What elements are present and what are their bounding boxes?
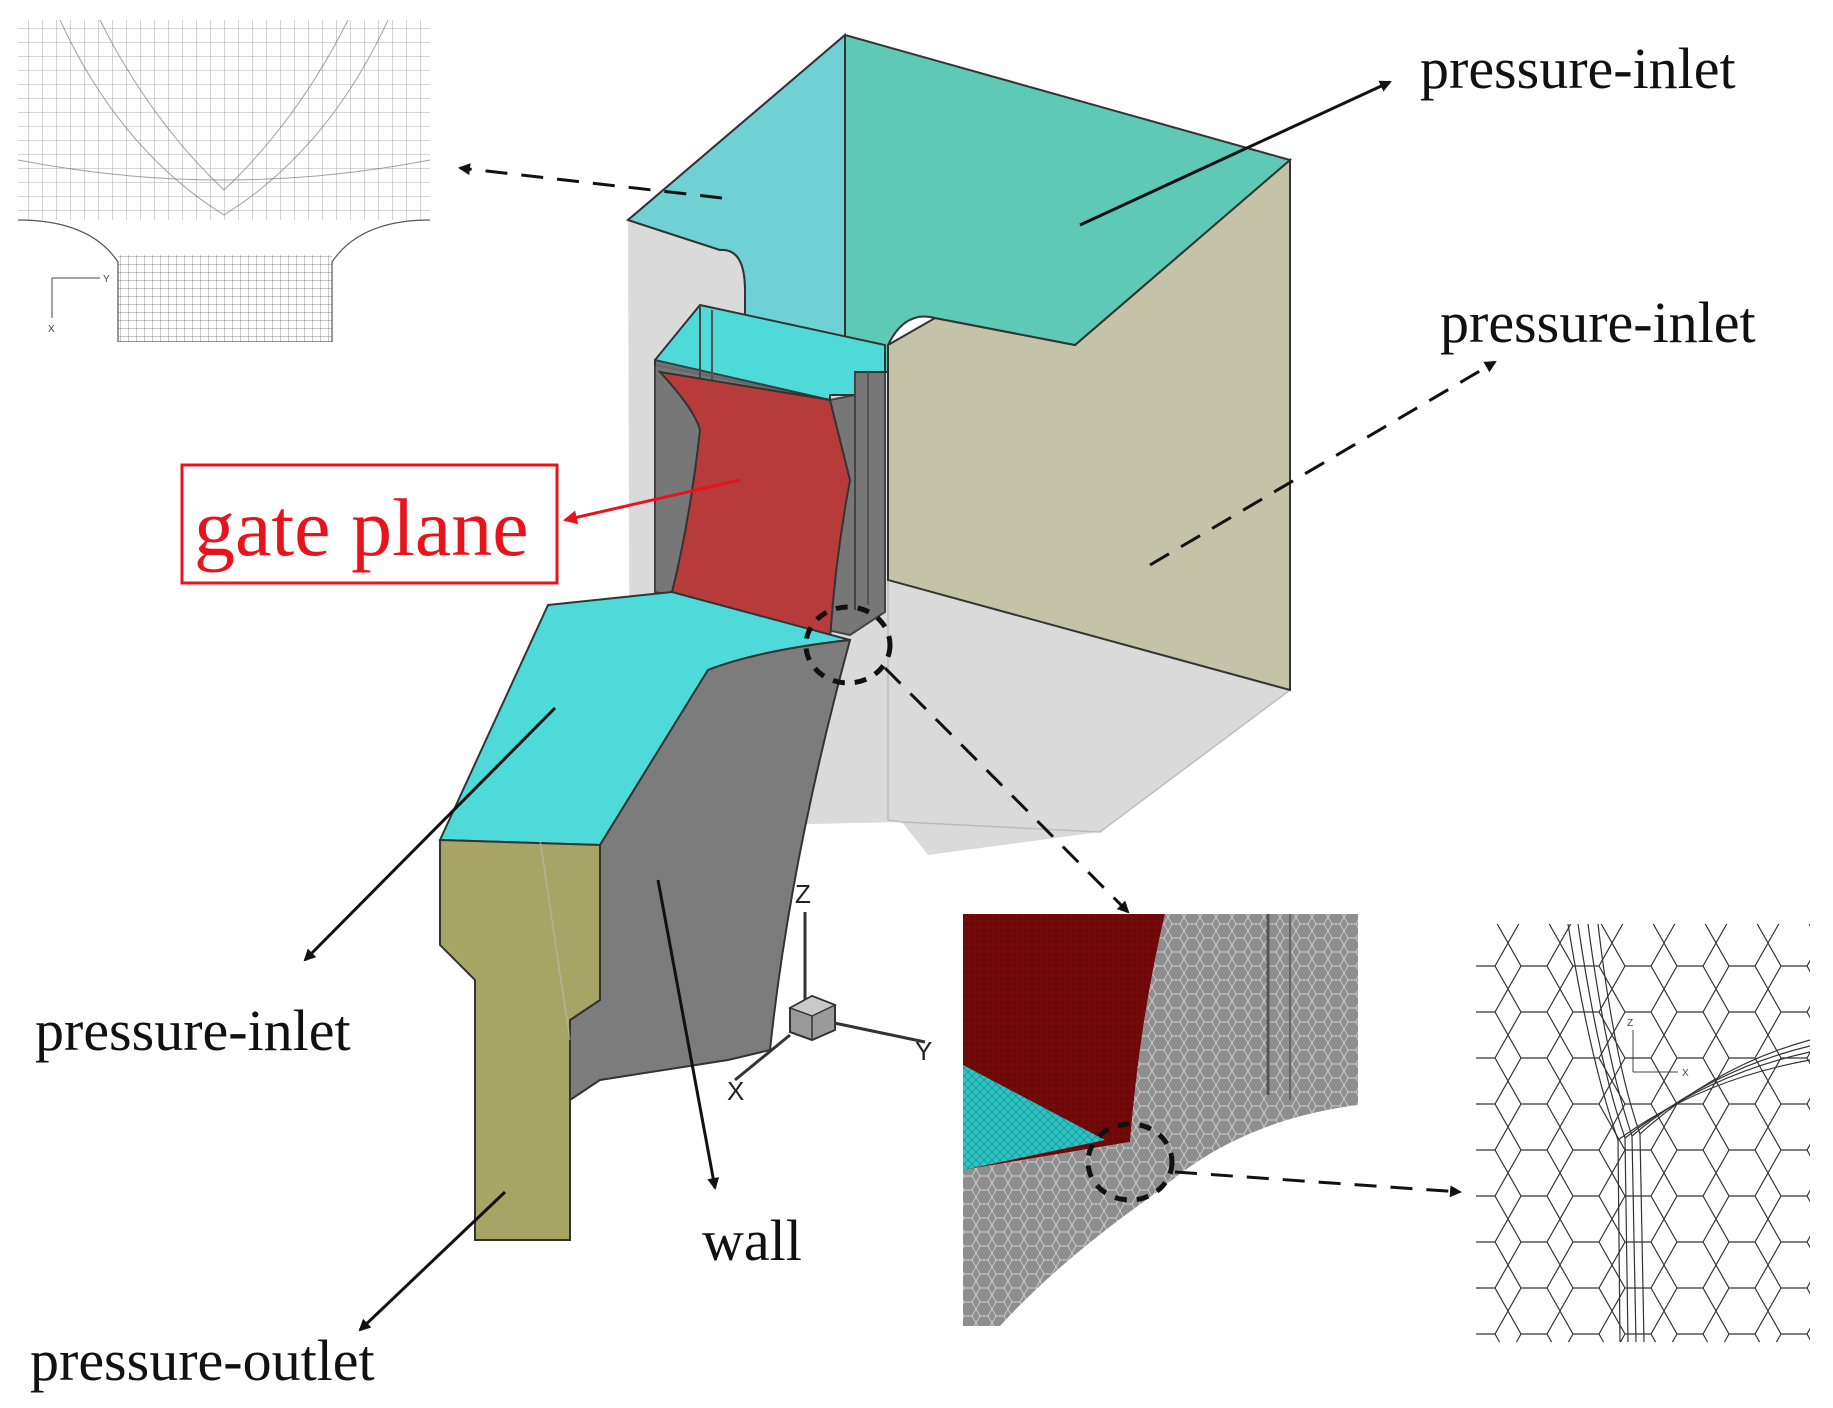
gate-chamber bbox=[654, 303, 886, 642]
arrow-left-inlet bbox=[303, 706, 557, 962]
arrow-to-mesh-center bbox=[883, 666, 1130, 914]
arrow-to-mesh-left bbox=[458, 163, 723, 200]
arrow-gate-plane bbox=[563, 478, 741, 525]
label-inlet-top: pressure-inlet bbox=[1420, 36, 1736, 101]
mesh-right-axis-b: X bbox=[1682, 1068, 1689, 1079]
arrow-to-mesh-right bbox=[1174, 1170, 1462, 1198]
label-outlet: pressure-outlet bbox=[30, 1328, 375, 1393]
detail-circle bbox=[803, 604, 893, 686]
axis-x-label: X bbox=[727, 1076, 744, 1106]
label-gate-plane: gate plane bbox=[194, 482, 529, 573]
mesh-left-axis-a: Y bbox=[103, 274, 110, 285]
arrow-wall bbox=[656, 879, 720, 1190]
conduit-outlet-face bbox=[439, 838, 601, 1241]
arrow-right-inlet bbox=[1149, 360, 1497, 567]
mesh-inset-gate-bottom bbox=[963, 914, 1358, 1326]
axis-z-label: Z bbox=[795, 879, 811, 909]
mesh-left-axis-b: X bbox=[48, 324, 55, 335]
mesh-inset-top-left: Y X bbox=[18, 20, 430, 342]
label-inlet-left: pressure-inlet bbox=[35, 998, 351, 1063]
inset-detail-circle bbox=[1085, 1121, 1175, 1203]
outlet-conduit bbox=[438, 590, 852, 1241]
gate-plane-label-box bbox=[180, 463, 559, 585]
arrow-outlet bbox=[358, 1190, 507, 1332]
pointer-arrows bbox=[303, 80, 1497, 1332]
coordinate-axes: Z Y X bbox=[727, 879, 932, 1106]
arrow-top-inlet bbox=[1079, 80, 1392, 227]
axis-y-label: Y bbox=[915, 1036, 932, 1066]
mesh-inset-bottom-right: Z X bbox=[1476, 924, 1810, 1342]
label-wall: wall bbox=[702, 1208, 802, 1273]
label-inlet-right: pressure-inlet bbox=[1440, 290, 1756, 355]
mesh-right-axis-a: Z bbox=[1627, 1018, 1633, 1029]
